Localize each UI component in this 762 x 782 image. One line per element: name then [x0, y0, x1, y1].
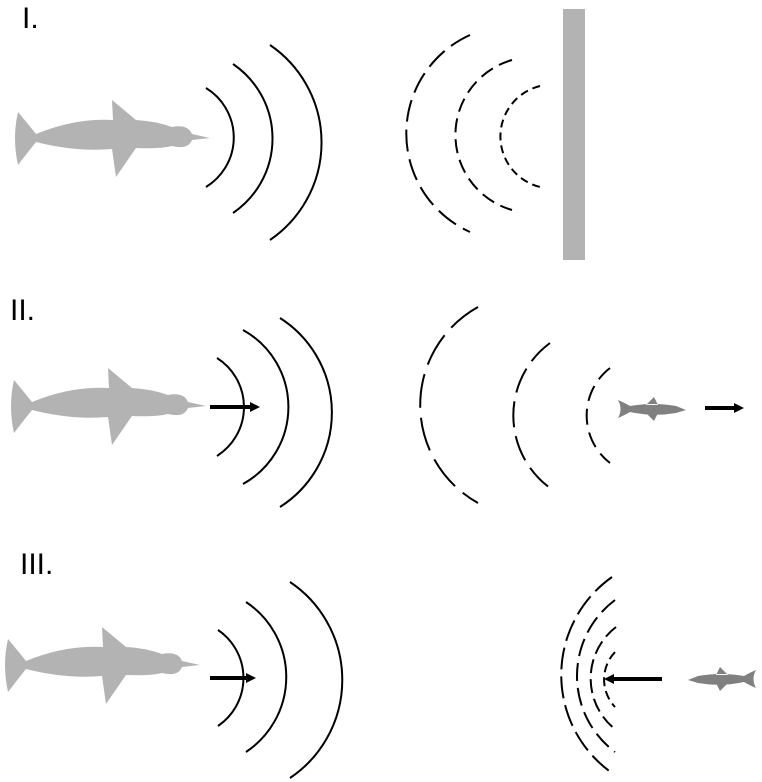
- panel-ii: [11, 306, 744, 508]
- fish-icon: [618, 397, 686, 421]
- echo-wave-1: [419, 306, 479, 504]
- echo-waves: [560, 576, 617, 774]
- echo-wave-1: [560, 576, 613, 774]
- dolphin-icon: [11, 368, 206, 445]
- emitted-waves: [205, 44, 323, 241]
- echo-wave-2: [576, 599, 616, 753]
- echo-wave-3: [499, 85, 541, 188]
- echo-wave-3: [585, 367, 611, 464]
- emitted-wave-2: [242, 329, 290, 485]
- panel-label-i: I.: [22, 2, 39, 35]
- echo-waves: [419, 306, 611, 504]
- emitted-waves: [216, 317, 333, 508]
- emitted-waves: [217, 581, 344, 779]
- panel-i: [15, 9, 585, 260]
- fish-icon: [688, 667, 756, 691]
- panel-label-ii: II.: [10, 294, 36, 327]
- echo-wave-3: [589, 626, 617, 731]
- echo-waves: [405, 34, 541, 233]
- emitted-wave-2: [245, 601, 288, 753]
- emitted-wave-3: [289, 581, 344, 779]
- emitted-wave-3: [269, 44, 323, 241]
- emitted-wave-2: [232, 63, 274, 214]
- emitted-wave-3: [279, 317, 333, 508]
- echo-wave-2: [454, 59, 513, 211]
- dolphin-icon: [15, 100, 210, 177]
- panel-iii: [5, 576, 756, 779]
- dolphin-icon: [5, 627, 200, 704]
- echo-wave-2: [512, 342, 551, 489]
- panel-label-iii: III.: [20, 548, 54, 581]
- echo-wave-1: [405, 34, 471, 233]
- emitted-wave-1: [217, 629, 245, 727]
- emitted-wave-1: [216, 357, 245, 457]
- reflecting-wall: [563, 9, 585, 260]
- emitted-wave-1: [205, 87, 235, 188]
